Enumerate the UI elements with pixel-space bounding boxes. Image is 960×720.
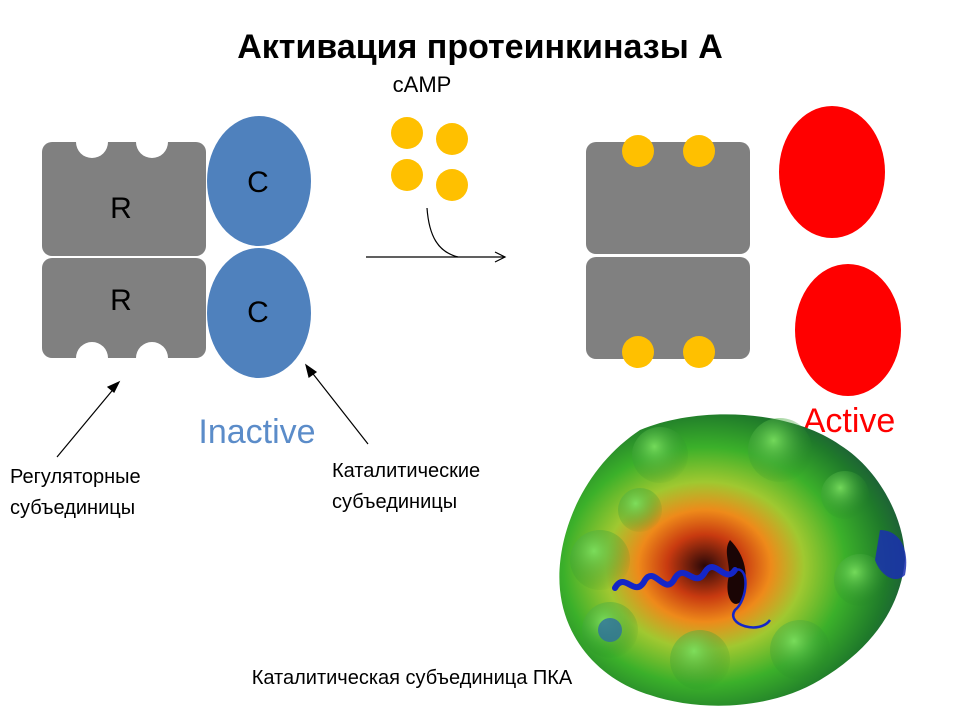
catalytic-label-line1: Каталитические — [332, 460, 480, 482]
catalytic-subunit-active-top — [779, 106, 885, 238]
protein-caption: Каталитическая субъединица ПКА — [252, 667, 573, 689]
camp-molecule — [436, 123, 468, 155]
pka-protein-structure-image — [559, 414, 907, 706]
r-label-top: R — [110, 192, 132, 225]
camp-molecule — [391, 159, 423, 191]
regulatory-subunit-bottom-active — [586, 257, 750, 359]
regulatory-label-line2: субъединицы — [10, 497, 135, 519]
bound-camp — [622, 135, 654, 167]
bound-camp — [683, 135, 715, 167]
annotation-arrows — [56, 363, 369, 458]
r-label-bottom: R — [110, 284, 132, 317]
regulatory-subunit-top-active — [586, 142, 750, 254]
inactive-label: Inactive — [198, 413, 315, 451]
reaction-arrow — [366, 207, 507, 263]
catalytic-label-line2: субъединицы — [332, 491, 457, 513]
active-complex: Active — [586, 106, 901, 440]
camp-molecule — [436, 169, 468, 201]
catalytic-subunit-active-bottom — [795, 264, 901, 396]
catalytic-subunit-bottom — [207, 248, 311, 378]
catalytic-subunit-top — [207, 116, 311, 246]
bound-camp — [683, 336, 715, 368]
camp-molecules — [391, 117, 468, 201]
regulatory-subunit-top — [42, 142, 206, 256]
inactive-complex: R R C C Inactive — [42, 116, 316, 451]
camp-label: cAMP — [393, 72, 452, 97]
bound-camp — [622, 336, 654, 368]
camp-molecule — [391, 117, 423, 149]
regulatory-label-line1: Регуляторные — [10, 466, 141, 488]
page-title: Активация протеинкиназы А — [237, 28, 723, 66]
regulatory-subunit-bottom — [42, 258, 206, 358]
c-label-bottom: C — [247, 296, 269, 329]
c-label-top: C — [247, 166, 269, 199]
